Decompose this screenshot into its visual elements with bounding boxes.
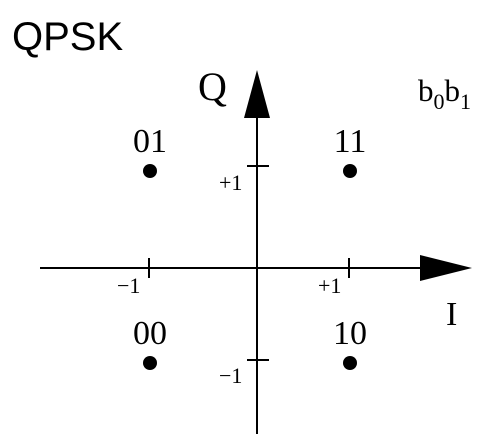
bit-order-sub0: 0 — [434, 89, 445, 114]
constellation-label-10: 10 — [333, 315, 367, 352]
constellation-point-10 — [343, 356, 357, 370]
diagram-title: QPSK — [12, 15, 123, 59]
bit-order-b1: b — [445, 73, 461, 108]
constellation-point-01 — [143, 164, 157, 178]
bit-order-label: b0b1 — [418, 73, 471, 114]
constellation-label-11: 11 — [334, 123, 367, 160]
i-tick-label-plus-one: +1 — [318, 273, 341, 298]
constellation-label-01: 01 — [133, 123, 167, 160]
q-tick-label-minus-one: −1 — [219, 363, 242, 388]
constellation-label-00: 00 — [133, 315, 167, 352]
constellation-point-00 — [143, 356, 157, 370]
q-tick-label-plus-one: +1 — [219, 170, 242, 195]
constellation-points: 01 11 00 10 — [133, 123, 367, 370]
bit-order-b0: b — [418, 73, 434, 108]
q-axis-label: Q — [198, 64, 227, 109]
i-tick-label-minus-one: −1 — [117, 273, 140, 298]
q-axis-arrowhead — [244, 70, 270, 118]
bit-order-sub1: 1 — [460, 89, 471, 114]
i-axis-arrowhead — [420, 255, 472, 281]
constellation-point-11 — [343, 164, 357, 178]
i-axis-label: I — [446, 296, 457, 333]
